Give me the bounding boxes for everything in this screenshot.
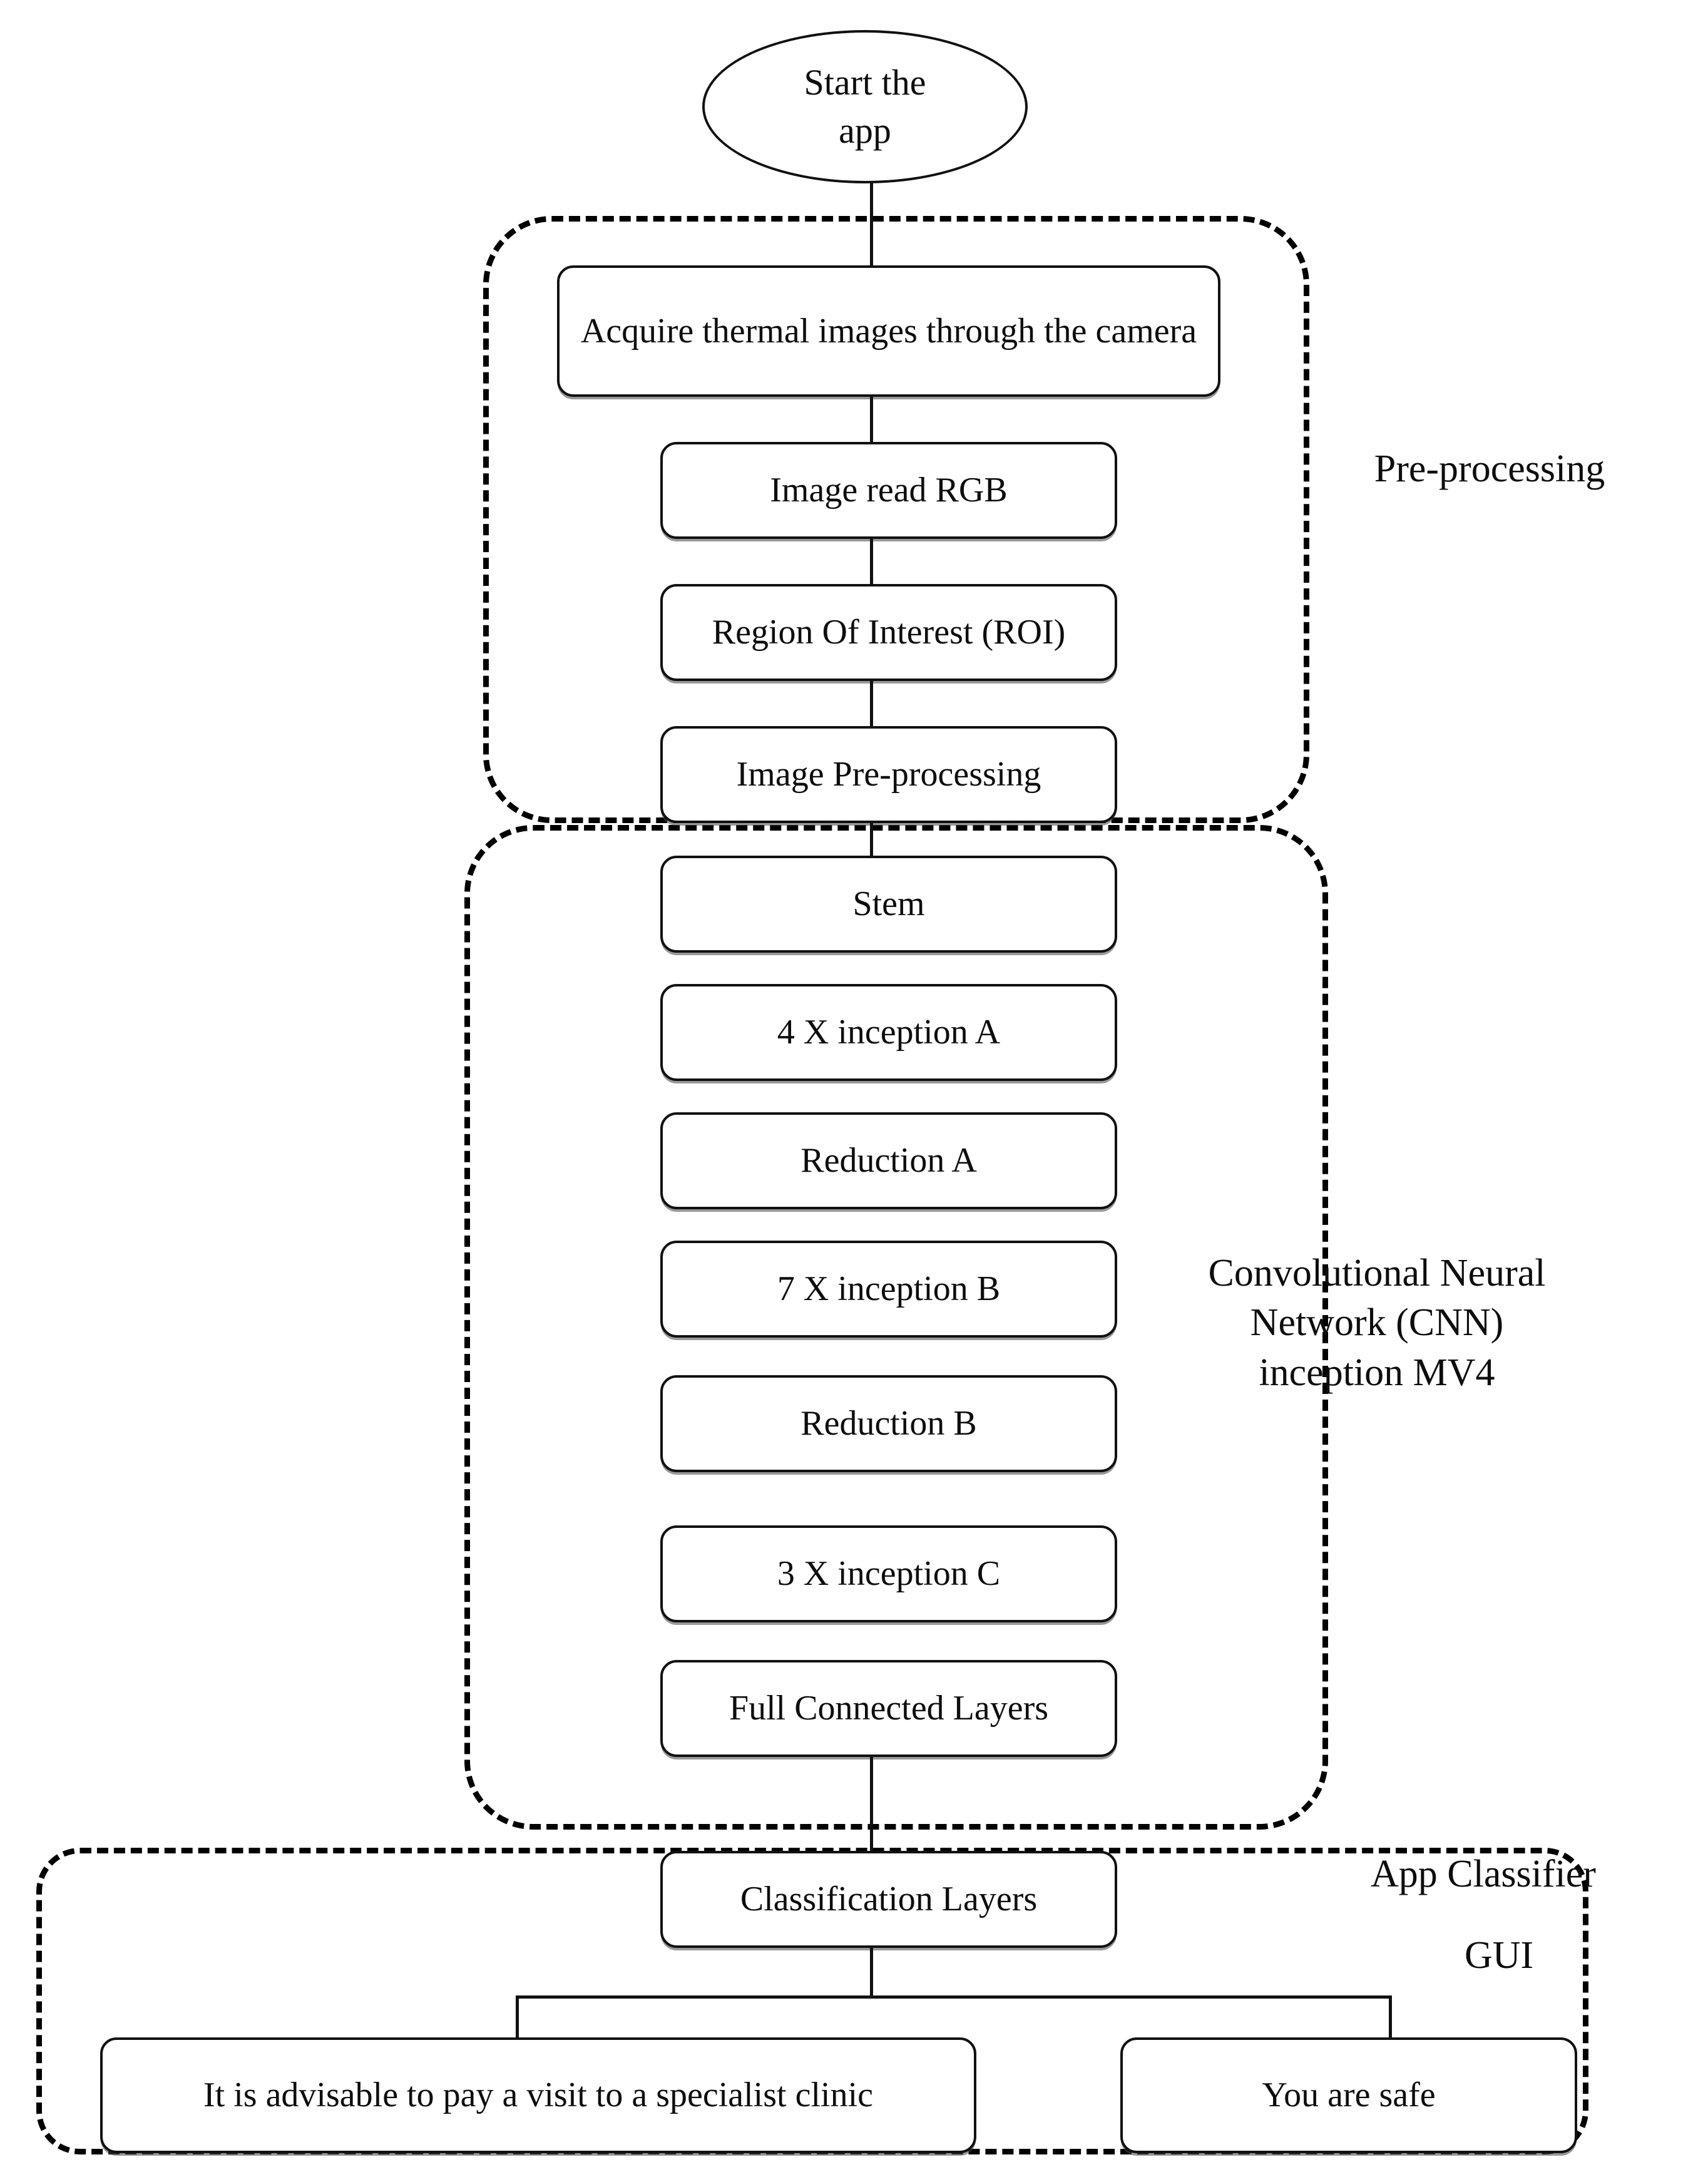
group-cnn-label: Convolutional Neural Network (CNN) incep… bbox=[1208, 1252, 1546, 1394]
group-app-classifier-label-line1: App Classifier bbox=[1371, 1853, 1596, 1895]
node-image-read-rgb: Image read RGB bbox=[660, 442, 1117, 539]
connector-fork-bar bbox=[516, 1995, 1392, 1999]
connector-start-to-acquire bbox=[870, 182, 873, 279]
node-inception-a: 4 X inception A bbox=[660, 984, 1117, 1081]
connector-fork-right-leg bbox=[1389, 1995, 1392, 2041]
group-app-classifier-label-line2: GUI bbox=[1465, 1934, 1534, 1977]
node-stem: Stem bbox=[660, 856, 1117, 953]
connector-acquire-to-rgb bbox=[870, 394, 873, 444]
connector-fcl-to-classification bbox=[870, 1754, 873, 1853]
node-inception-c: 3 X inception C bbox=[660, 1525, 1117, 1622]
node-outcome-clinic: It is advisable to pay a visit to a spec… bbox=[100, 2037, 976, 2153]
terminator-start: Start the app bbox=[702, 30, 1028, 183]
node-inception-b: 7 X inception B bbox=[660, 1241, 1117, 1338]
node-full-connected-layers: Full Connected Layers bbox=[660, 1660, 1117, 1757]
node-outcome-safe: You are safe bbox=[1120, 2037, 1577, 2153]
node-image-pre-processing: Image Pre-processing bbox=[660, 726, 1117, 823]
group-cnn bbox=[464, 825, 1328, 1830]
group-pre-processing-label: Pre-processing bbox=[1374, 448, 1605, 490]
connector-classification-to-fork bbox=[870, 1945, 873, 1997]
node-reduction-b: Reduction B bbox=[660, 1375, 1117, 1472]
node-roi: Region Of Interest (ROI) bbox=[660, 584, 1117, 681]
node-classification-layers: Classification Layers bbox=[660, 1851, 1117, 1948]
connector-rgb-to-roi bbox=[870, 536, 873, 587]
connector-roi-to-preprocessing bbox=[870, 679, 873, 729]
connector-preprocessing-to-stem bbox=[870, 821, 873, 858]
node-acquire: Acquire thermal images through the camer… bbox=[557, 265, 1220, 397]
node-reduction-a: Reduction A bbox=[660, 1112, 1117, 1209]
connector-fork-left-leg bbox=[516, 1995, 519, 2041]
